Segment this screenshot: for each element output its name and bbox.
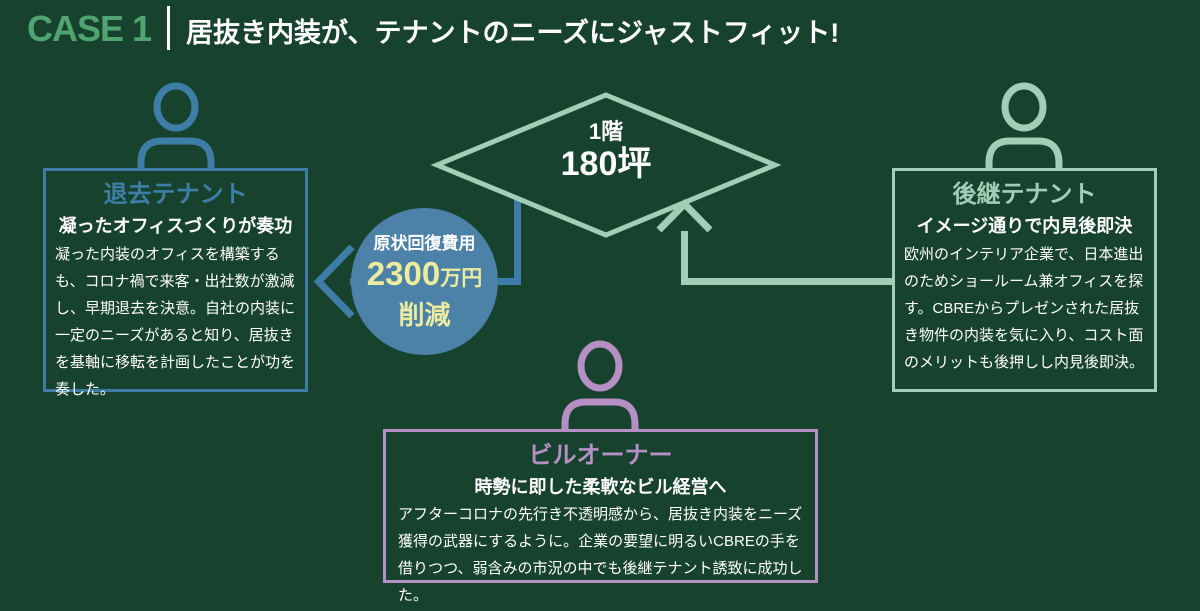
building-owner-title: ビルオーナー (528, 442, 673, 469)
person-icon-leaving-tenant (137, 82, 215, 170)
person-icon-building-owner (561, 340, 639, 431)
building-owner-body: アフターコロナの先行き不透明感から、居抜き内装をニーズ獲得の武器にするように。企… (398, 506, 803, 604)
arrow-left-chevron-icon (313, 244, 355, 319)
floor-area-diamond (430, 92, 782, 238)
cost-reduction-label: 削減 (398, 300, 451, 330)
floor-label: 1階 (588, 119, 624, 144)
header-divider (167, 6, 170, 50)
leaving-tenant-title: 退去テナント (103, 181, 248, 208)
leaving-tenant-subtitle: 凝ったオフィスづくりが奏功 (58, 216, 293, 236)
cost-reduction-badge: 原状回復費用 2300万円 削減 (351, 208, 498, 355)
cost-amount: 2300 (366, 255, 441, 292)
building-owner-subtitle: 時勢に即した柔軟なビル経営へ (474, 477, 727, 497)
cost-type-label: 原状回復費用 (373, 234, 476, 253)
arrow-from-successor-tenant (656, 199, 892, 285)
leaving-tenant-card: 退去テナント 凝ったオフィスづくりが奏功 凝った内装のオフィスを構築するも、コロ… (43, 168, 308, 398)
successor-tenant-body: 欧州のインテリア企業で、日本進出のためショールーム兼オフィスを探す。CBREから… (904, 246, 1145, 371)
person-icon-successor-tenant (985, 82, 1063, 170)
page-title: 居抜き内装が、テナントのニーズにジャストフィット! (186, 18, 840, 48)
successor-tenant-card: 後継テナント イメージ通りで内見後即決 欧州のインテリア企業で、日本進出のためシ… (892, 168, 1157, 392)
leaving-tenant-body: 凝った内装のオフィスを構築するも、コロナ禍で来客・出社数が激減し、早期退去を決意… (55, 246, 296, 398)
building-owner-card: ビルオーナー 時勢に即した柔軟なビル経営へ アフターコロナの先行き不透明感から、… (383, 429, 818, 604)
floor-area-label: 1階 180坪 (456, 119, 756, 183)
successor-tenant-title: 後継テナント (952, 181, 1097, 208)
cost-unit: 万円 (440, 267, 483, 290)
area-label: 180坪 (560, 145, 652, 183)
successor-tenant-subtitle: イメージ通りで内見後即決 (916, 216, 1133, 236)
cost-amount-line: 2300万円 (367, 255, 482, 300)
case-number-label: CASE 1 (27, 8, 152, 49)
